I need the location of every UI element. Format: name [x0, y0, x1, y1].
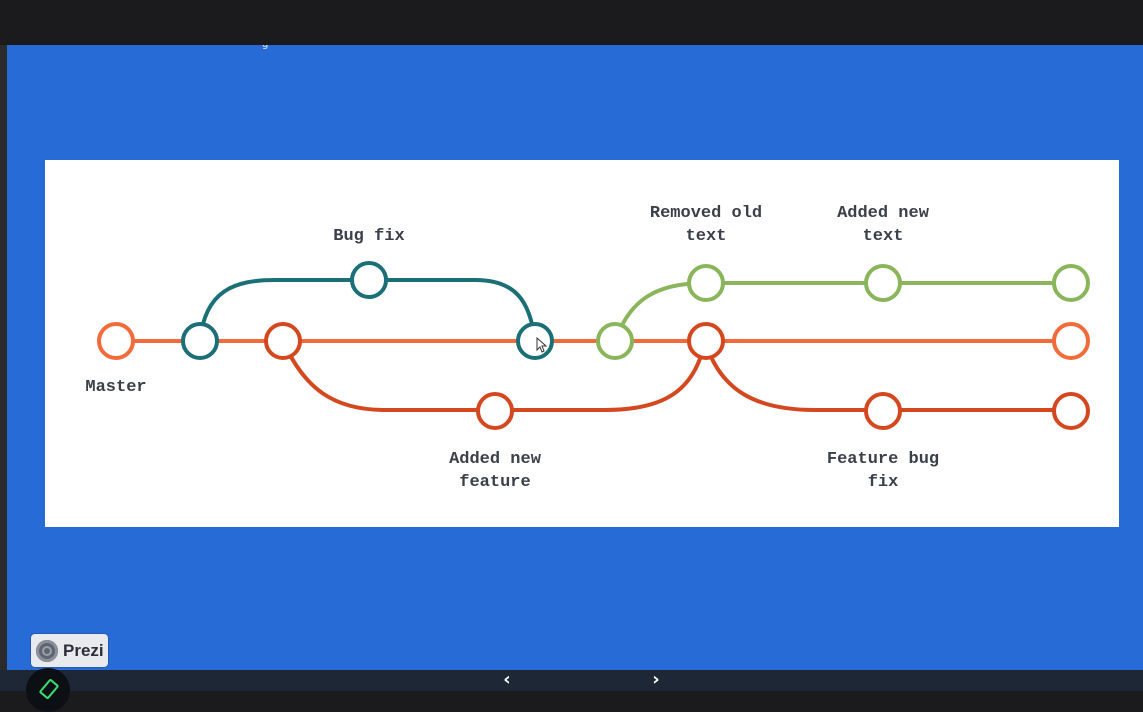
label-feature-bug-fix-line1: Feature bug	[827, 450, 939, 469]
cropped-title-text: g	[262, 45, 268, 50]
label-added-new-feature-line1: Added new	[449, 450, 542, 469]
top-bar	[0, 0, 1143, 45]
bugfix-branch-line	[198, 278, 537, 342]
bottom-navigation-bar: ‹ ›	[0, 670, 1143, 691]
label-bug-fix: Bug fix	[333, 227, 404, 246]
label-removed-old-text-line1: Removed old	[650, 204, 762, 223]
git-branch-diagram: Master Bug fix Added new feature Removed…	[85, 204, 1090, 492]
label-removed-old-text-line2: text	[686, 227, 727, 246]
git-branch-diagram-slide: Master Bug fix Added new feature Removed…	[45, 160, 1119, 527]
commit-bugfix-start	[181, 322, 219, 360]
commit-removed-old-text	[687, 264, 725, 302]
left-edge	[0, 45, 7, 670]
feature-branch-line	[281, 340, 1071, 412]
presentation-stage: g	[7, 45, 1143, 670]
prezi-logo-icon	[36, 639, 58, 662]
chevron-right-icon[interactable]: ›	[652, 669, 660, 690]
chevron-left-icon[interactable]: ‹	[503, 669, 511, 690]
commit-added-new-feature	[476, 392, 514, 430]
commit-feature-bug-fix	[864, 392, 902, 430]
commit-feature-start	[264, 322, 302, 360]
label-added-new-text-line1: Added new	[837, 204, 930, 223]
commit-added-new-text	[864, 264, 902, 302]
commit-master-1	[97, 322, 135, 360]
label-feature-bug-fix-line2: fix	[868, 473, 899, 492]
text-branch-line	[613, 281, 1071, 342]
commit-text-end	[1052, 264, 1090, 302]
commit-master-merge	[1052, 322, 1090, 360]
label-added-new-feature-line2: feature	[459, 473, 530, 492]
commit-text-start	[596, 322, 634, 360]
commit-bugfix	[350, 261, 388, 299]
commit-feature-junction	[687, 322, 725, 360]
prezi-label: Prezi	[63, 640, 104, 660]
pen-icon	[38, 678, 60, 700]
pen-tool-button[interactable]	[26, 668, 70, 712]
mouse-cursor-icon	[536, 336, 548, 353]
commit-feature-end	[1052, 392, 1090, 430]
label-master: Master	[85, 378, 146, 397]
label-added-new-text-line2: text	[863, 227, 904, 246]
prezi-badge-button[interactable]: Prezi	[31, 634, 108, 667]
commit-bugfix-merge	[516, 322, 554, 360]
